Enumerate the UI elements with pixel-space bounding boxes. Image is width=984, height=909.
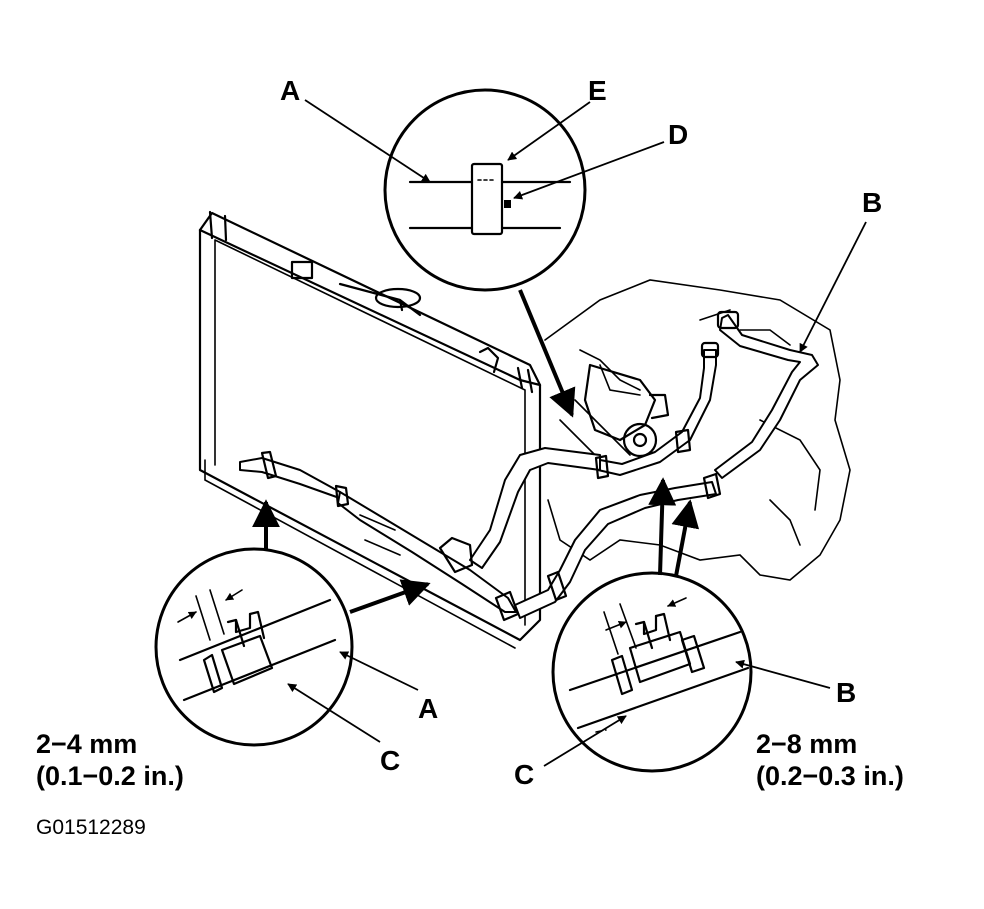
marking-d bbox=[504, 200, 511, 208]
spec-right-mm: 2−8 mm bbox=[756, 729, 858, 759]
spec-right-inch: (0.2−0.3 in.) bbox=[756, 761, 904, 791]
spec-left-inch: (0.1−0.2 in.) bbox=[36, 761, 184, 791]
callout-c-left: C bbox=[380, 745, 400, 776]
callout-d: D bbox=[668, 119, 688, 150]
callout-c-right: C bbox=[514, 759, 534, 790]
callout-b-right: B bbox=[836, 677, 856, 708]
cooler-hoses bbox=[239, 310, 819, 622]
engine-block bbox=[544, 279, 851, 581]
detail-circle-top bbox=[383, 88, 587, 418]
detail-circle-right bbox=[551, 477, 753, 773]
callout-a-bottom: A bbox=[418, 693, 438, 724]
spec-left-mm: 2−4 mm bbox=[36, 729, 138, 759]
callout-leaders bbox=[287, 99, 867, 767]
callout-a-top: A bbox=[280, 75, 300, 106]
callout-e: E bbox=[588, 75, 607, 106]
callout-b-top: B bbox=[862, 187, 882, 218]
radiator bbox=[198, 210, 542, 649]
figure-id: G01512289 bbox=[36, 816, 146, 839]
detail-circle-left bbox=[154, 499, 431, 747]
